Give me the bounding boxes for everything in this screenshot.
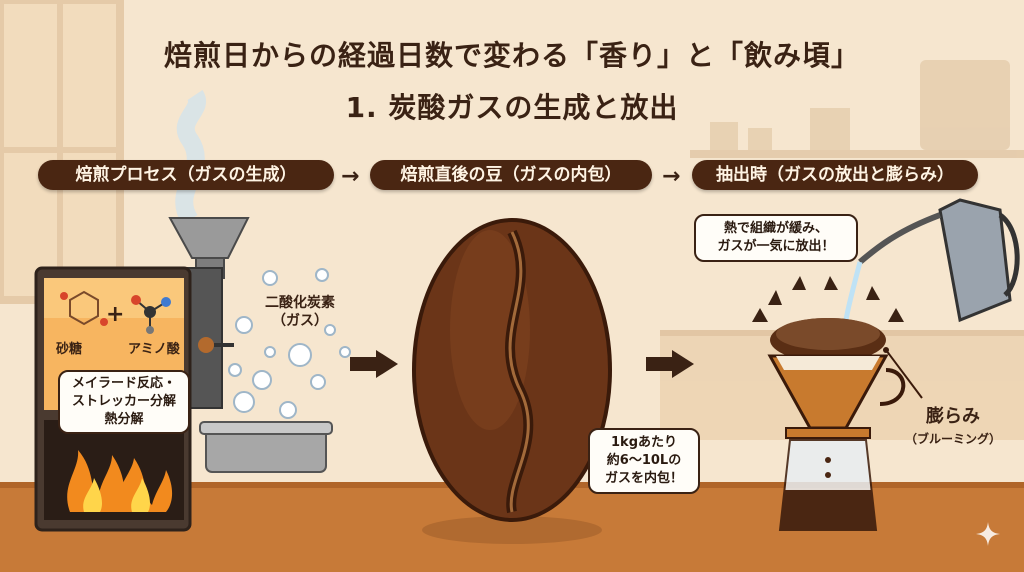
stage-label-roasting: 焙煎プロセス（ガスの生成）	[38, 160, 334, 190]
co2-label: 二酸化炭素 （ガス）	[250, 294, 350, 330]
bloom-label: 膨らみ	[926, 406, 980, 427]
amino-acid-molecule-icon	[131, 295, 171, 334]
subtitle: 1. 炭酸ガスの生成と放出	[345, 91, 679, 124]
main-title: 焙煎日からの経過日数で変わる「香り」と「飲み頃」	[163, 39, 860, 72]
flame-icon	[67, 450, 173, 512]
bloom-pointer	[885, 349, 923, 399]
sparkle-icon	[976, 522, 1000, 546]
co2-label-line1: 二酸化炭素	[265, 295, 335, 311]
stage-arrow-1: →	[341, 164, 360, 189]
coffee-bean-illustration	[412, 218, 612, 522]
drip-note-line1: 熱で組織が緩み、	[723, 221, 828, 236]
bloom-sub-label: （ブルーミング）	[904, 432, 1001, 446]
bean-note-line2: 約6～10Lの	[606, 453, 682, 468]
reaction-line-3: 熱分解	[104, 412, 144, 427]
flow-arrow-2	[646, 350, 694, 378]
dripper-illustration	[767, 318, 906, 531]
reaction-callout: メイラード反応・ ストレッカー分解 熱分解	[58, 370, 190, 434]
sugar-molecule-icon	[60, 290, 108, 326]
plus-sign: +	[106, 302, 125, 327]
amino-acid-label: アミノ酸	[128, 342, 180, 357]
co2-bubbles	[228, 268, 351, 419]
gas-release-arrows	[752, 276, 904, 322]
co2-label-line2: （ガス）	[272, 313, 328, 329]
kettle-illustration	[842, 198, 1020, 331]
drip-note-line2: ガスが一気に放出！	[717, 239, 835, 254]
bean-note-line3: ガスを内包！	[604, 471, 683, 486]
stage-arrow-2: →	[662, 164, 681, 189]
window-illustration	[0, 0, 124, 304]
stage-label-extraction: 抽出時（ガスの放出と膨らみ）	[692, 160, 978, 190]
bean-gas-callout: 1kgあたり 約6～10Lの ガスを内包！	[588, 428, 700, 494]
reaction-line-1: メイラード反応・	[71, 376, 176, 391]
flow-arrow-1	[350, 350, 398, 378]
sugar-label: 砂糖	[56, 342, 83, 357]
stage-label-fresh-bean: 焙煎直後の豆（ガスの内包）	[370, 160, 652, 190]
gas-release-callout: 熱で組織が緩み、 ガスが一気に放出！	[694, 214, 858, 262]
reaction-line-2: ストレッカー分解	[71, 394, 176, 409]
bean-note-line1: 1kgあたり	[611, 435, 677, 450]
